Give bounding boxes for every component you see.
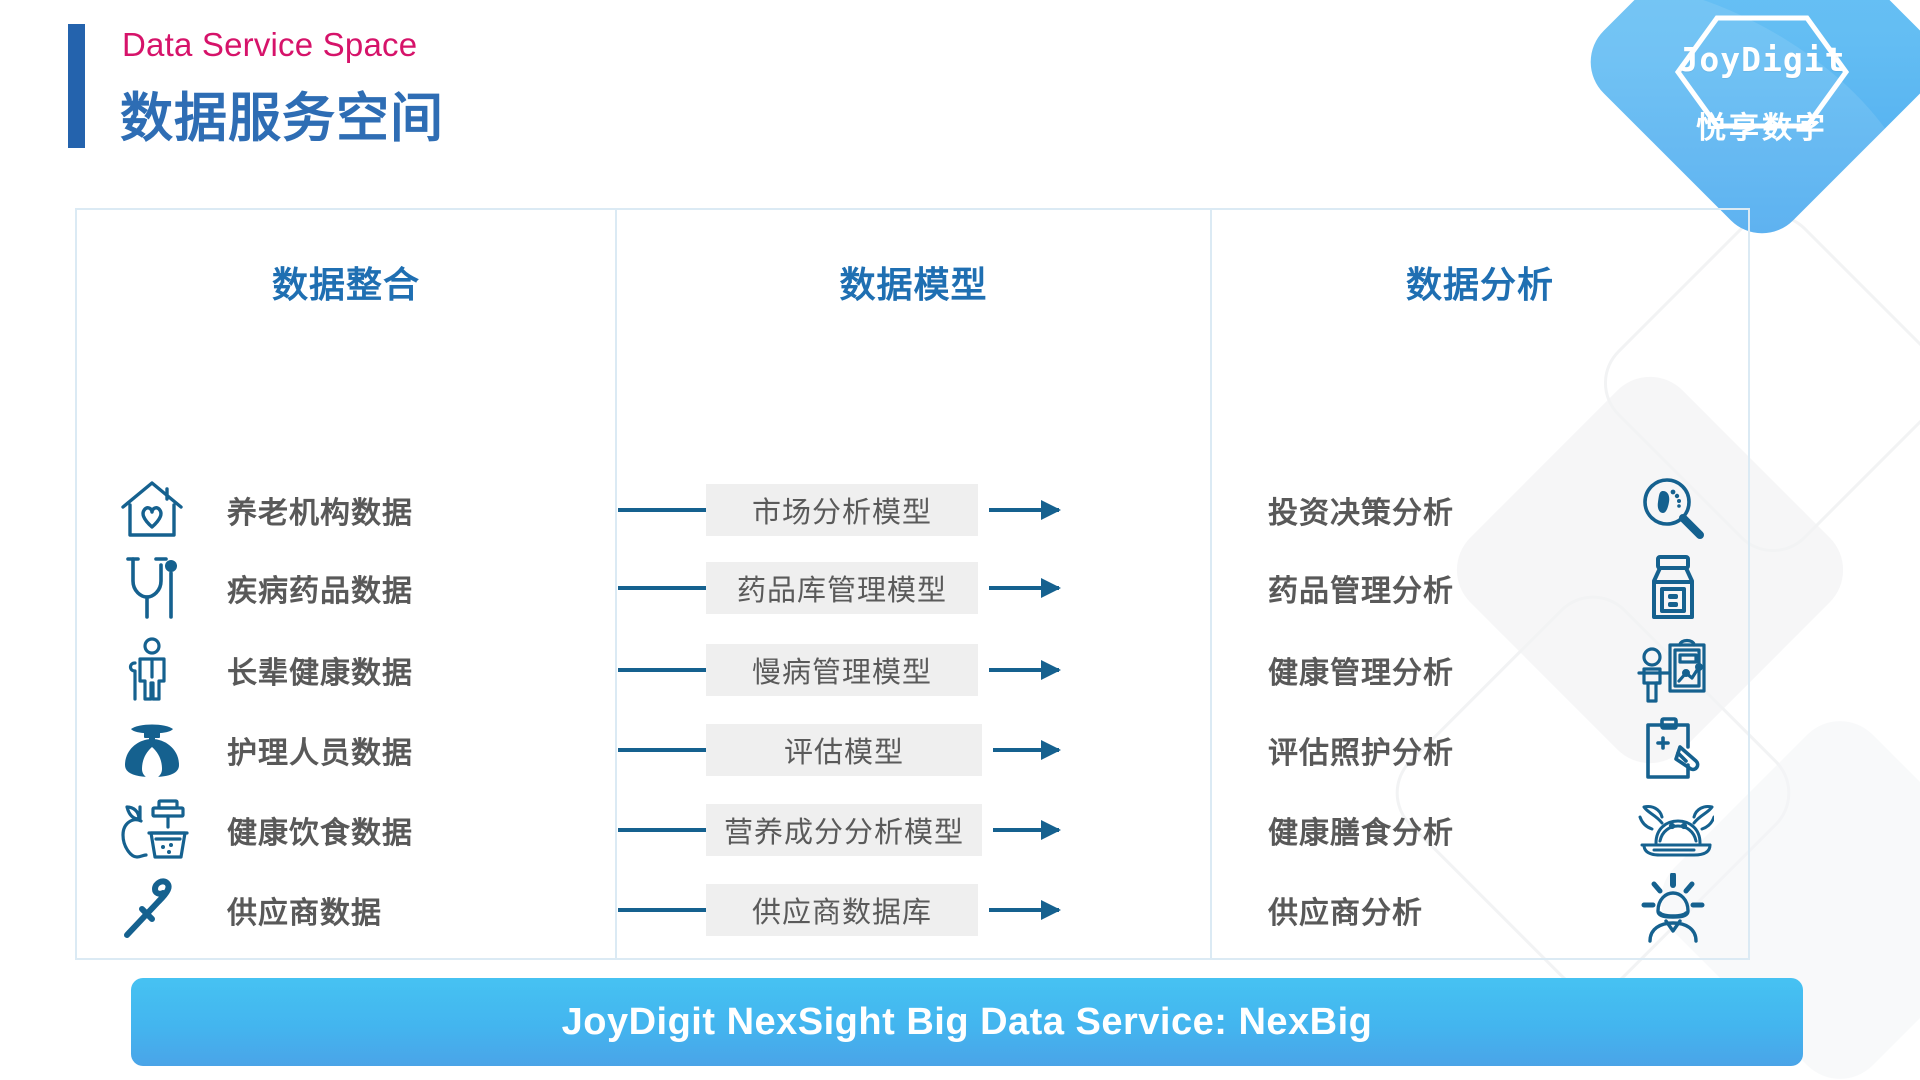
model-box-label: 市场分析模型 bbox=[751, 497, 932, 529]
list-item[interactable]: 药品管理分析 bbox=[1212, 540, 1748, 636]
column-title-integration: 数据整合 bbox=[271, 264, 420, 305]
connector-arrow-icon bbox=[989, 900, 1061, 920]
list-item[interactable]: 疾病药品数据 bbox=[77, 540, 615, 636]
model-box-label: 营养成分分析模型 bbox=[723, 817, 964, 849]
footer-banner-text: JoyDigit NexSight Big Data Service: NexB… bbox=[561, 1000, 1373, 1043]
connector-arrow-icon bbox=[993, 820, 1061, 840]
connector-line bbox=[618, 828, 706, 832]
list-item-label: 护理人员数据 bbox=[227, 737, 413, 770]
list-item-label: 健康管理分析 bbox=[1268, 657, 1454, 690]
logo-wordmark: JoyDigit bbox=[1678, 39, 1846, 79]
connector-line bbox=[618, 586, 706, 590]
wrench-icon bbox=[77, 873, 227, 947]
list-item[interactable]: 养老机构数据 bbox=[77, 462, 615, 558]
model-box-label: 评估模型 bbox=[783, 737, 904, 769]
list-item[interactable]: 评估模型 bbox=[617, 702, 1210, 798]
footer-banner: JoyDigit NexSight Big Data Service: NexB… bbox=[131, 978, 1803, 1066]
model-box: 评估模型 bbox=[706, 724, 982, 776]
model-box-label: 药品库管理模型 bbox=[736, 575, 947, 607]
list-item-label: 投资决策分析 bbox=[1268, 497, 1454, 530]
list-item-label: 供应商分析 bbox=[1268, 897, 1423, 930]
column-title-analysis: 数据分析 bbox=[1405, 264, 1554, 305]
list-item[interactable]: 投资决策分析 bbox=[1212, 462, 1748, 558]
list-item[interactable]: 健康饮食数据 bbox=[77, 782, 615, 878]
list-item[interactable]: 市场分析模型 bbox=[617, 462, 1210, 558]
connector-arrow-icon bbox=[989, 500, 1061, 520]
model-box-label: 供应商数据库 bbox=[751, 897, 932, 929]
home-heart-icon bbox=[77, 473, 227, 547]
food-platter-icon bbox=[1598, 793, 1748, 867]
list-item[interactable]: 长辈健康数据 bbox=[77, 622, 615, 718]
column-title-model: 数据模型 bbox=[839, 264, 988, 305]
model-box: 药品库管理模型 bbox=[706, 562, 978, 614]
connector-arrow-icon bbox=[989, 578, 1061, 598]
list-item[interactable]: 健康膳食分析 bbox=[1212, 782, 1748, 878]
list-item[interactable]: 评估照护分析 bbox=[1212, 702, 1748, 798]
connector-line bbox=[618, 668, 706, 672]
eyebrow-text: Data Service Space bbox=[122, 26, 418, 63]
panel-data-integration: 数据整合 养老机构数据 bbox=[75, 208, 617, 960]
connector-arrow-icon bbox=[993, 740, 1061, 760]
list-item[interactable]: 慢病管理模型 bbox=[617, 622, 1210, 718]
list-item-label: 养老机构数据 bbox=[227, 497, 413, 530]
list-item[interactable]: 营养成分分析模型 bbox=[617, 782, 1210, 878]
worker-lamp-icon bbox=[1598, 873, 1748, 947]
model-box: 营养成分分析模型 bbox=[706, 804, 982, 856]
brand-logo-content: JoyDigit 悦享数字 bbox=[1628, 0, 1896, 196]
list-item-label: 评估照护分析 bbox=[1268, 737, 1454, 770]
list-item[interactable]: 护理人员数据 bbox=[77, 702, 615, 798]
logo-subtitle: 悦享数字 bbox=[1696, 111, 1828, 145]
list-item-label: 供应商数据 bbox=[227, 897, 382, 930]
clipboard-pen-icon bbox=[1598, 713, 1748, 787]
list-item-label: 药品管理分析 bbox=[1268, 575, 1454, 608]
list-item[interactable]: 供应商数据 bbox=[77, 862, 615, 958]
stethoscope-icon bbox=[77, 551, 227, 625]
apple-juicer-icon bbox=[77, 793, 227, 867]
page-title: 数据服务空间 bbox=[120, 89, 444, 148]
list-item[interactable]: 供应商数据库 bbox=[617, 862, 1210, 958]
medicine-bottle-icon bbox=[1598, 551, 1748, 625]
elderly-person-cane-icon bbox=[77, 633, 227, 707]
model-box: 市场分析模型 bbox=[706, 484, 978, 536]
list-item-label: 健康饮食数据 bbox=[227, 817, 413, 850]
model-box: 慢病管理模型 bbox=[706, 644, 978, 696]
list-item-label: 健康膳食分析 bbox=[1268, 817, 1454, 850]
title-accent-bar bbox=[68, 24, 85, 148]
nurse-icon bbox=[77, 713, 227, 787]
connector-arrow-icon bbox=[989, 660, 1061, 680]
list-item-label: 长辈健康数据 bbox=[227, 657, 413, 690]
list-item-label: 疾病药品数据 bbox=[227, 575, 413, 608]
list-item[interactable]: 健康管理分析 bbox=[1212, 622, 1748, 718]
connector-line bbox=[618, 508, 706, 512]
panel-data-model: 数据模型 市场分析模型 药品库管理模型 慢病管理模型 评估模型 bbox=[617, 208, 1210, 960]
panel-data-analysis: 数据分析 投资决策分析 bbox=[1210, 208, 1750, 960]
connector-line bbox=[618, 748, 706, 752]
model-box-label: 慢病管理模型 bbox=[751, 657, 932, 689]
list-item[interactable]: 药品库管理模型 bbox=[617, 540, 1210, 636]
list-item[interactable]: 供应商分析 bbox=[1212, 862, 1748, 958]
connector-line bbox=[618, 908, 706, 912]
doctor-chart-icon bbox=[1598, 633, 1748, 707]
footprint-magnifier-icon bbox=[1598, 473, 1748, 547]
hexagon-icon bbox=[1672, 12, 1852, 132]
model-box: 供应商数据库 bbox=[706, 884, 978, 936]
